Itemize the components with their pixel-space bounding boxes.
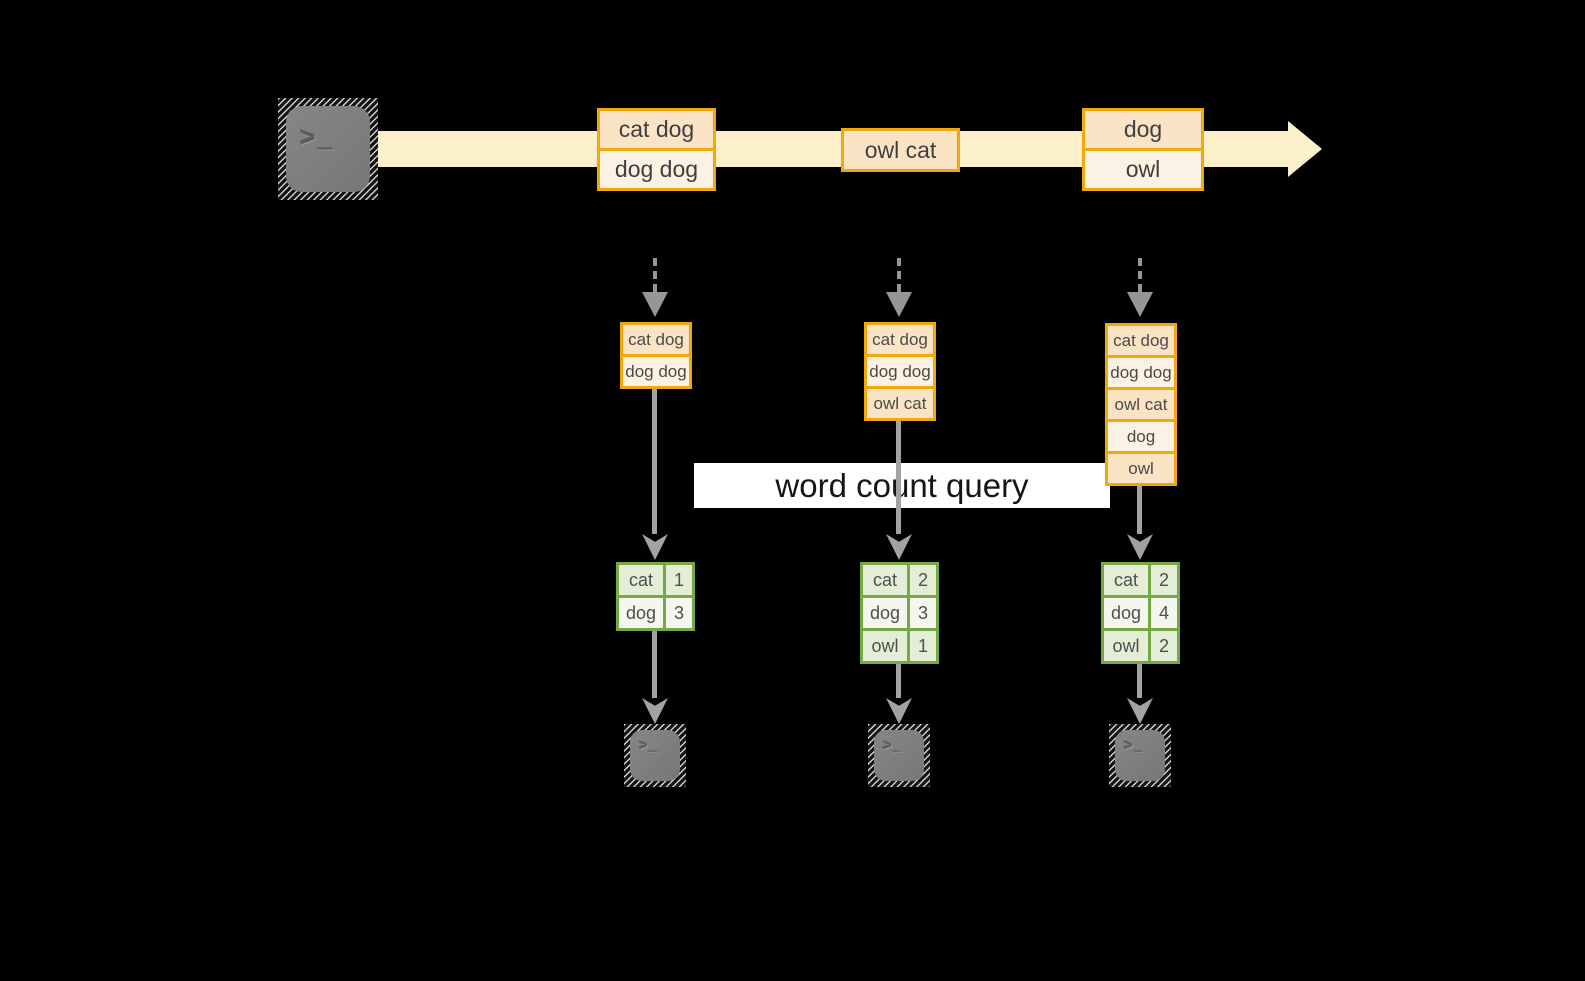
sink-terminal-icon: >_	[624, 724, 686, 787]
buffer-record-cell: dog dog	[867, 354, 933, 386]
word-cell: owl	[871, 636, 899, 656]
ingest-arrowhead	[886, 292, 912, 317]
count-cell: 4	[1148, 598, 1177, 628]
buffer-record-cell: owl cat	[1108, 387, 1174, 419]
ingest-arrow-dash	[653, 258, 657, 292]
stream-record-cell: cat dog	[600, 111, 713, 148]
record-buffer: cat dog dog dog owl cat	[864, 322, 936, 421]
buffer-record-cell: owl	[1108, 451, 1174, 483]
ingest-arrowhead	[1127, 292, 1153, 317]
stream-record-cell: owl	[1085, 148, 1201, 188]
ingest-arrowhead	[642, 292, 668, 317]
stream-message-box: dog owl	[1082, 108, 1204, 191]
buffer-record-cell: dog dog	[1108, 355, 1174, 387]
terminal-screen: >_	[630, 730, 680, 781]
query-arrowhead	[1127, 534, 1153, 560]
word-cell: dog	[869, 603, 901, 623]
buffer-record-cell: dog dog	[623, 354, 689, 386]
query-arrowhead	[642, 534, 668, 560]
stream-message-box: owl cat	[841, 128, 960, 172]
query-arrowhead	[886, 534, 912, 560]
output-arrowhead	[1127, 698, 1153, 724]
output-arrow-line	[896, 664, 901, 698]
word-cell: owl	[1112, 636, 1140, 656]
output-arrowhead	[642, 698, 668, 724]
output-arrow-line	[1137, 664, 1142, 698]
count-table: cat 2 dog 4 owl 2	[1101, 562, 1180, 664]
count-cell: 3	[663, 598, 692, 628]
terminal-screen: >_	[874, 730, 924, 781]
query-banner: word count query	[694, 463, 1110, 508]
count-table: cat 1 dog 3	[616, 562, 695, 631]
terminal-screen: >_	[286, 106, 370, 192]
buffer-record-cell: dog	[1108, 419, 1174, 451]
word-cell: cat	[1113, 570, 1138, 590]
prompt-icon: >_	[1124, 737, 1144, 754]
ingest-arrow-dash	[897, 258, 901, 292]
record-buffer: cat dog dog dog	[620, 322, 692, 389]
sink-terminal-icon: >_	[1109, 724, 1171, 787]
stream-record-cell: owl cat	[844, 131, 957, 169]
word-cell: dog	[625, 603, 657, 623]
count-table: cat 2 dog 3 owl 1	[860, 562, 939, 664]
buffer-record-cell: cat dog	[867, 325, 933, 354]
word-cell: dog	[1110, 603, 1142, 623]
stream-message-box: cat dog dog dog	[597, 108, 716, 191]
count-cell: 2	[1148, 631, 1177, 661]
stream-record-cell: dog	[1085, 111, 1201, 148]
record-buffer: cat dog dog dog owl cat dog owl	[1105, 323, 1177, 486]
prompt-icon: >_	[300, 122, 335, 152]
word-cell: cat	[872, 570, 897, 590]
buffer-record-cell: owl cat	[867, 386, 933, 418]
source-terminal-icon: >_	[278, 98, 378, 200]
count-cell: 3	[907, 598, 936, 628]
count-cell: 1	[907, 631, 936, 661]
prompt-icon: >_	[639, 737, 659, 754]
buffer-record-cell: cat dog	[623, 325, 689, 354]
count-cell: 2	[907, 565, 936, 595]
sink-terminal-icon: >_	[868, 724, 930, 787]
count-cell: 1	[663, 565, 692, 595]
word-cell: cat	[628, 570, 653, 590]
output-arrowhead	[886, 698, 912, 724]
count-cell: 2	[1148, 565, 1177, 595]
buffer-record-cell: cat dog	[1108, 326, 1174, 355]
output-arrow-line	[652, 631, 657, 698]
prompt-icon: >_	[883, 737, 903, 754]
query-arrow-line	[896, 421, 901, 534]
terminal-screen: >_	[1115, 730, 1165, 781]
stream-arrowhead	[1288, 121, 1322, 177]
ingest-arrow-dash	[1138, 258, 1142, 292]
query-arrow-line	[1137, 486, 1142, 534]
stream-record-cell: dog dog	[600, 148, 713, 188]
query-arrow-line	[652, 386, 657, 534]
